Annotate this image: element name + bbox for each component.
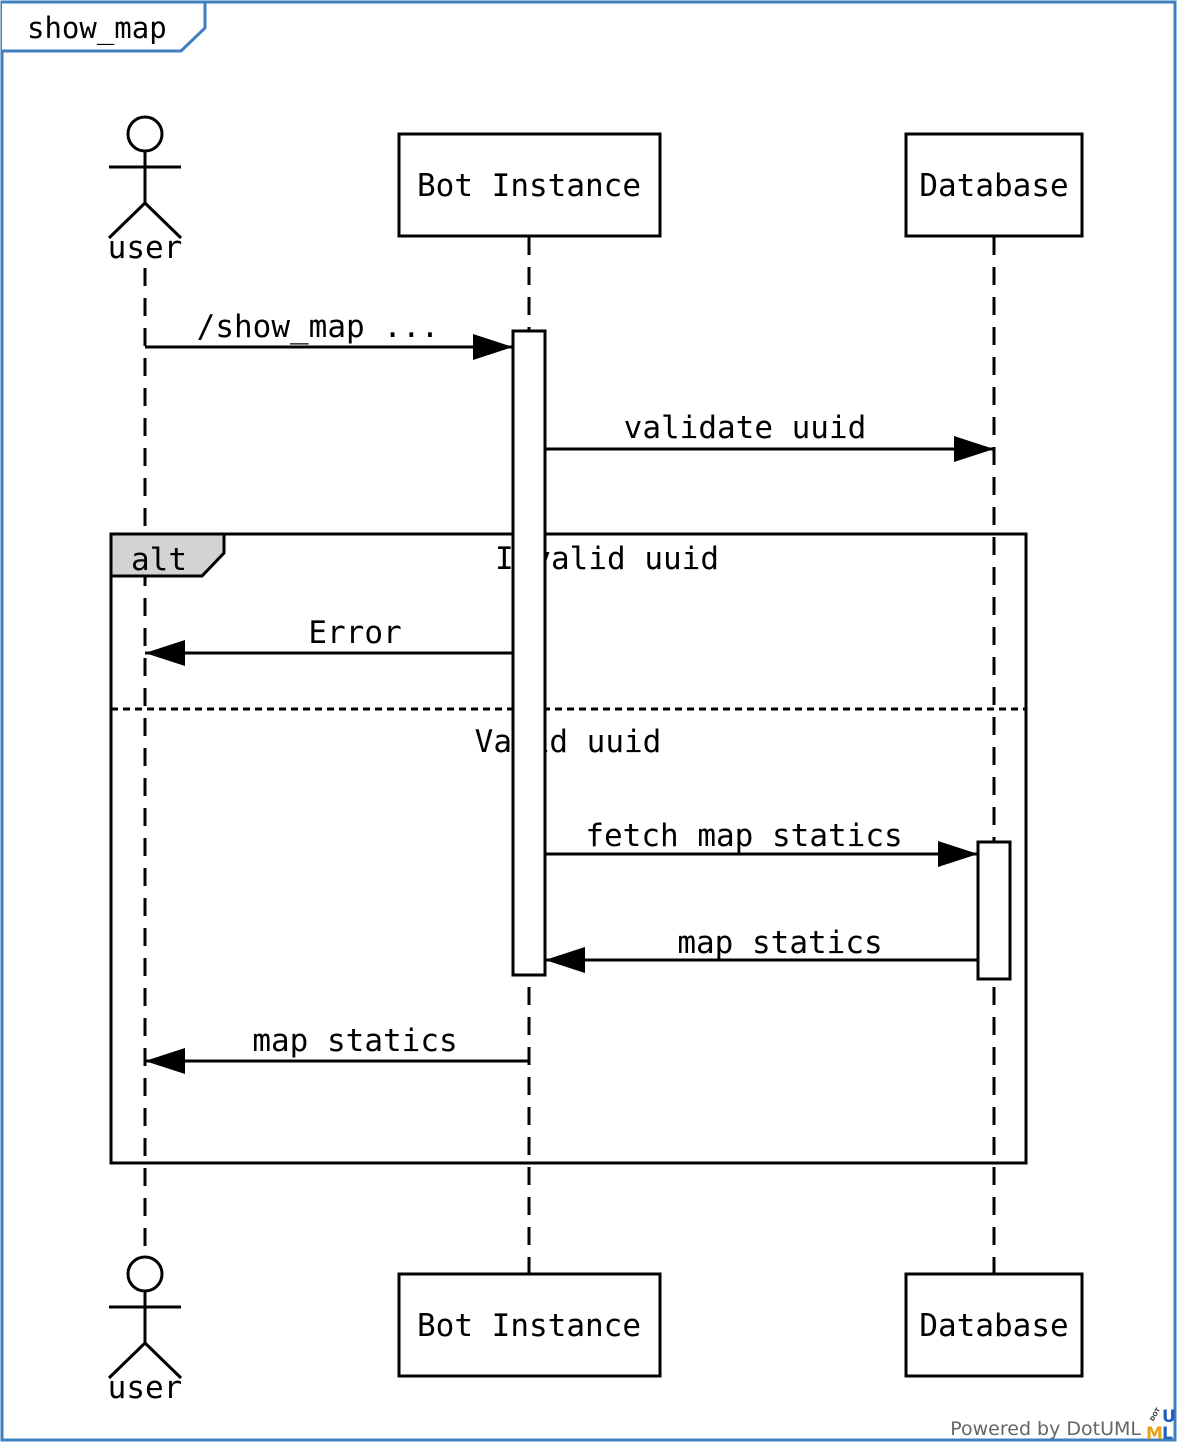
actor-user-top [107,115,183,240]
alt-operator-tab [109,532,226,578]
activation-bot-instance [511,329,547,977]
message-label-map-statics-user: map statics [252,1023,457,1059]
participant-label-bot-instance-bottom: Bot Instance [417,1308,641,1344]
logo-letter-u: U [1162,1407,1176,1427]
message-label-map-statics-db: map statics [677,925,882,961]
alt-fragment [109,532,1028,1165]
message-label-error: Error [308,615,401,651]
participant-label-database-top: Database [919,168,1068,204]
participant-box-database-bottom [904,1272,1084,1378]
actor-label-user-top: user [108,230,183,266]
logo-letter-l: L [1162,1424,1173,1443]
actor-head-icon [126,1255,164,1293]
message-label-show-map: /show_map ... [197,309,440,345]
frame-title: show_map [27,11,167,46]
participant-box-bot-instance-bottom [397,1272,662,1378]
participant-label-database-bottom: Database [919,1308,1068,1344]
logo-letter-m: M [1146,1424,1163,1443]
message-label-validate-uuid: validate uuid [624,410,867,446]
actor-label-user-bottom: user [108,1370,183,1406]
alt-guard-valid: Valid uuid [475,724,662,760]
participant-box-database-top [904,132,1084,238]
actor-user-bottom [107,1255,183,1380]
messages [145,334,994,1074]
activation-database [976,840,1012,981]
message-labels: /show_map ... validate uuid Error fetch … [197,309,903,1059]
powered-by-text: Powered by DotUML [950,1418,1141,1440]
dotuml-logo-icon: U M L DOT [1146,1406,1176,1443]
participant-label-bot-instance-top: Bot Instance [417,168,641,204]
frame-title-tab [2,0,207,53]
participant-box-bot-instance-top [397,132,662,238]
logo-small-dot: DOT [1149,1406,1163,1423]
message-label-fetch-map-statics: fetch map statics [585,818,902,854]
alt-operator-label: alt [131,542,187,578]
actor-head-icon [126,115,164,153]
